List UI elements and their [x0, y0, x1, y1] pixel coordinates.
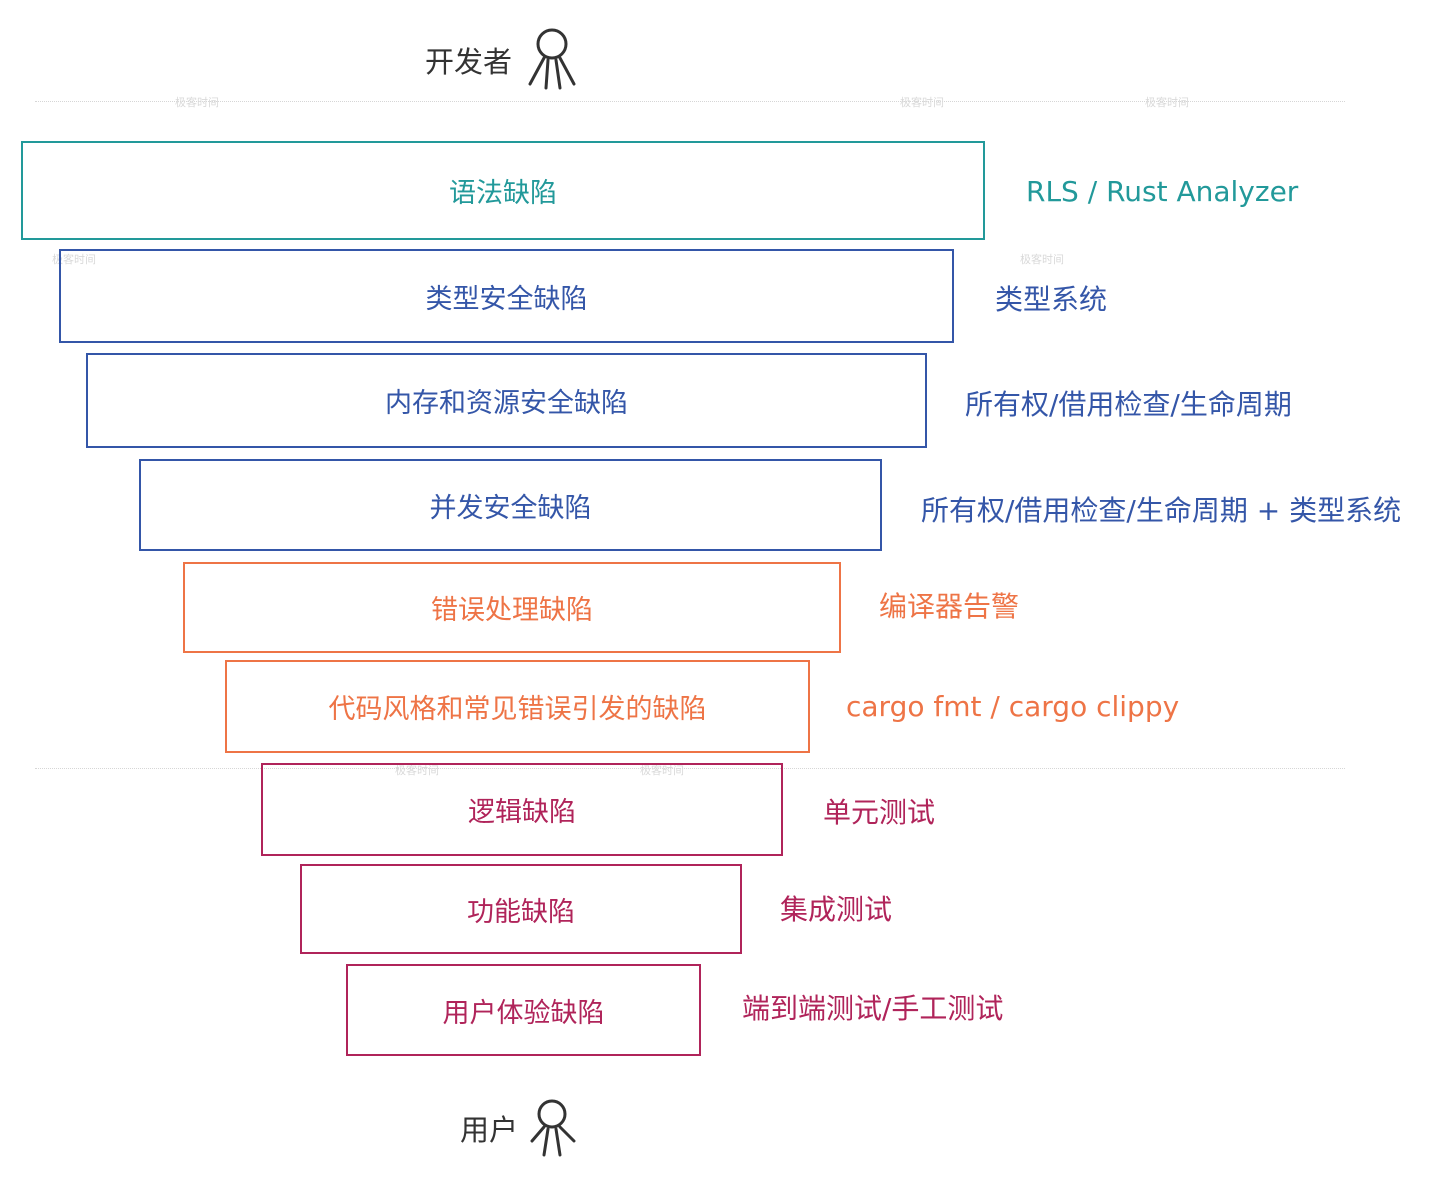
defect-box-logic: 逻辑缺陷	[261, 763, 783, 856]
developer-label: 开发者	[425, 45, 513, 79]
watermark: 极客时间	[1145, 96, 1189, 109]
defect-label: 并发安全缺陷	[429, 492, 592, 524]
defect-label: 用户体验缺陷	[442, 997, 605, 1029]
tool-label-cargo: cargo fmt / cargo clippy	[846, 690, 1180, 723]
person-icon	[530, 1099, 576, 1157]
defect-label: 功能缺陷	[467, 896, 575, 928]
tool-label-type-system: 类型系统	[995, 283, 1108, 316]
defect-box-type-safety: 类型安全缺陷	[59, 249, 954, 343]
user-label: 用户	[460, 1113, 519, 1147]
watermark: 极客时间	[1020, 253, 1064, 266]
watermark: 极客时间	[640, 764, 684, 777]
tool-label-unit-tests: 单元测试	[823, 796, 936, 829]
defect-box-error-handling: 错误处理缺陷	[183, 562, 841, 653]
defect-box-functional: 功能缺陷	[300, 864, 742, 954]
defect-label: 类型安全缺陷	[425, 283, 588, 315]
tool-label-e2e-tests: 端到端测试/手工测试	[742, 992, 1004, 1025]
watermark: 极客时间	[52, 253, 96, 266]
separator-top	[35, 101, 1345, 102]
developer-actor: 开发者	[425, 27, 584, 93]
watermark: 极客时间	[175, 96, 219, 109]
defect-label: 内存和资源安全缺陷	[385, 388, 628, 419]
separator-middle	[35, 768, 1345, 769]
watermark: 极客时间	[395, 764, 439, 777]
defect-box-user-experience: 用户体验缺陷	[346, 964, 701, 1056]
defect-box-memory-safety: 内存和资源安全缺陷	[86, 353, 927, 448]
tool-label-compiler-warnings: 编译器告警	[879, 590, 1020, 623]
defect-label: 逻辑缺陷	[468, 797, 576, 828]
user-actor: 用户	[460, 1097, 580, 1159]
tool-label-integration-tests: 集成测试	[780, 893, 893, 926]
defect-box-code-style: 代码风格和常见错误引发的缺陷	[225, 660, 810, 753]
watermark: 极客时间	[900, 96, 944, 109]
defect-label: 语法缺陷	[449, 178, 557, 209]
defect-label: 错误处理缺陷	[431, 595, 593, 626]
defect-box-concurrency-safety: 并发安全缺陷	[139, 459, 882, 551]
defect-label: 代码风格和常见错误引发的缺陷	[328, 694, 707, 725]
tool-label-rls: RLS / Rust Analyzer	[1026, 175, 1299, 208]
defect-box-syntax: 语法缺陷	[21, 141, 985, 240]
tool-label-ownership: 所有权/借用检查/生命周期	[965, 388, 1292, 421]
person-icon	[528, 28, 576, 90]
tool-label-ownership-type-system: 所有权/借用检查/生命周期 + 类型系统	[921, 494, 1402, 527]
